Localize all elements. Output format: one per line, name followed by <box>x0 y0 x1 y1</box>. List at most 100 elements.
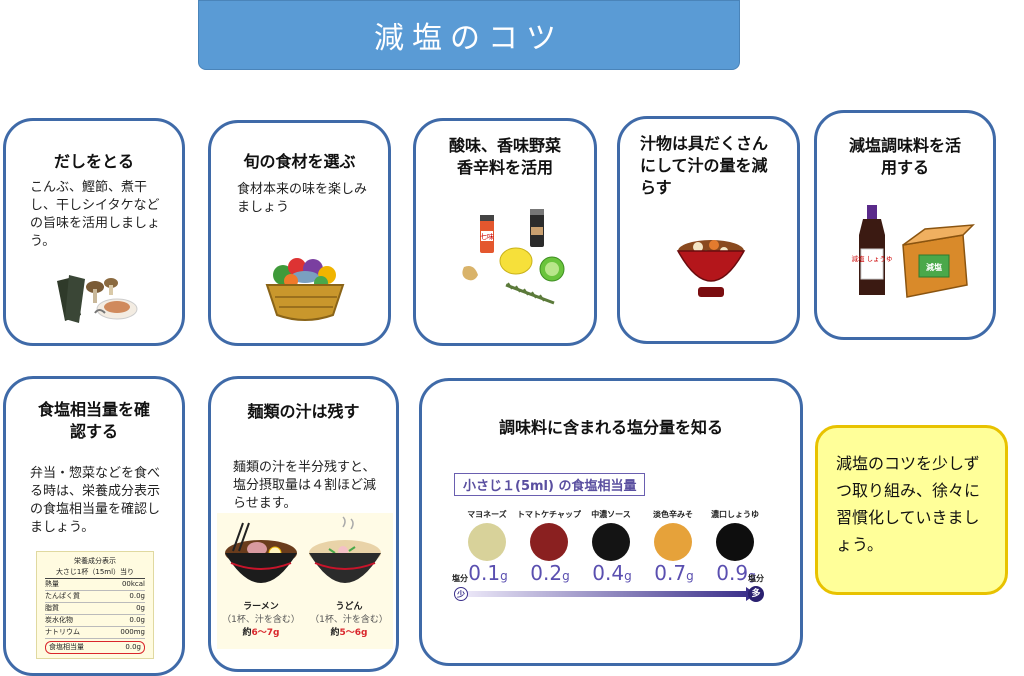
seasoning-value-unit: g <box>686 569 694 583</box>
nutrition-row-value: 0.0g <box>129 592 145 600</box>
seasoning-value-unit: g <box>624 569 632 583</box>
seasoning-name: 濃口しょうゆ <box>711 510 759 519</box>
seasoning-salt-value: 0.1g <box>460 561 516 585</box>
card-title: 汁物は具だくさんにして汁の量を減らす <box>640 134 769 197</box>
card-seasonal: 旬の食材を選ぶ 食材本来の味を楽しみましょう <box>208 120 391 346</box>
title-banner: 減塩のコツ <box>198 0 740 70</box>
seasoning-sample-dot <box>716 523 754 561</box>
noodle-salt-amount: 約6～7g <box>222 627 300 640</box>
box-label: 減塩 <box>926 262 942 272</box>
card-dashi: だしをとる こんぶ、鰹節、煮干し、干しシイタケなどの旨味を活用しましょう。 <box>3 118 185 346</box>
vegetable-basket-illustration <box>265 258 345 321</box>
nutrition-row-label: ナトリウム <box>45 628 80 636</box>
nutrition-row-value: 0.0g <box>129 616 145 624</box>
nutrition-row: 脂質 0g <box>45 603 145 615</box>
seasoning-name: 淡色辛みそ <box>653 510 693 519</box>
seasoning-name: マヨネーズ <box>467 510 507 519</box>
nutrition-row: たんぱく質 0.0g <box>45 591 145 603</box>
citrus-spice-illustration: 七味 <box>462 209 565 305</box>
seasoning-sample-dot <box>592 523 630 561</box>
salt-high-label: 塩分 <box>748 574 764 583</box>
nutrition-row-value: 0g <box>136 604 145 612</box>
card-title: 酸味、香味野菜香辛料を活用 <box>448 136 561 177</box>
card-soup: 汁物は具だくさんにして汁の量を減らす <box>617 116 800 344</box>
noodle-name: ラーメン <box>243 602 279 612</box>
noodle-amount-value: 5～6g <box>339 628 368 638</box>
seasoning-sample-dot <box>468 523 506 561</box>
noodle-bowls-illustration <box>225 516 381 583</box>
card-sour-spice: 酸味、香味野菜香辛料を活用 七味 <box>413 118 597 346</box>
noodle-amount-prefix: 約 <box>330 628 340 638</box>
nutrition-subheading: 大さじ1杯（15ml）当り <box>45 567 145 579</box>
nutrition-row: 炭水化物 0.0g <box>45 615 145 627</box>
highlight-label: 食塩相当量 <box>49 643 84 651</box>
seasoning-value-number: 0.4 <box>592 561 625 585</box>
chart-label-text: 小さじ１(5ml) の食塩相当量 <box>463 479 637 494</box>
nutrition-row-label: 熱量 <box>45 580 59 588</box>
noodle-amount-prefix: 約 <box>242 628 252 638</box>
seasoning-name: トマトケチャップ <box>517 510 581 519</box>
nutrition-highlight-row: 食塩相当量 0.0g <box>45 641 145 654</box>
page-title: 減塩のコツ <box>374 21 564 56</box>
salt-low-label: 塩分 <box>452 574 468 583</box>
chart-label: 小さじ１(5ml) の食塩相当量 <box>454 473 646 496</box>
seasoning-sample-dot <box>530 523 568 561</box>
card-title: 調味料に含まれる塩分量を知る <box>498 418 723 437</box>
nutrition-row: 熱量 00kcal <box>45 579 145 591</box>
nutrition-row-label: 脂質 <box>45 604 59 612</box>
noodle-caption: うどん （1杯、汁を含む） 約5～6g <box>310 601 388 640</box>
seasoning-salt-value: 0.9g <box>708 561 764 585</box>
nutrition-heading: 栄養成分表示 <box>74 557 116 565</box>
noodle-salt-amount: 約5～6g <box>310 627 388 640</box>
seasoning-value-number: 0.9 <box>716 561 749 585</box>
card-low-salt-seasoning: 減塩調味料を活用する 減塩 しょうゆ 減塩 <box>814 110 996 340</box>
shichimi-label: 七味 <box>480 232 494 241</box>
seasoning-sample-dot <box>654 523 692 561</box>
seasoning-value-unit: g <box>748 569 756 583</box>
card-title: 食塩相当量を確認する <box>37 400 150 441</box>
card-noodle-soup: 麺類の汁は残す 麺類の汁を半分残すと、塩分摂取量は４割ほど減らせます。 ラーメン… <box>208 376 399 672</box>
noodle-caption: ラーメン （1杯、汁を含む） 約6～7g <box>222 601 300 640</box>
card-title: 減塩調味料を活用する <box>848 136 961 177</box>
salt-low-marker: 少 <box>454 587 468 601</box>
bottle-label: 減塩 しょうゆ <box>851 254 892 263</box>
seasoning-value-number: 0.1 <box>468 561 501 585</box>
seasoning-salt-value: 0.4g <box>584 561 640 585</box>
noodle-note: （1杯、汁を含む） <box>222 615 300 625</box>
nutrition-row-label: 炭水化物 <box>45 616 73 624</box>
noodle-amount-value: 6～7g <box>251 628 280 638</box>
card-seasoning-salt: 調味料に含まれる塩分量を知る 小さじ１(5ml) の食塩相当量 マヨネーズ 0.1… <box>419 378 803 666</box>
nutrition-row-label: たんぱく質 <box>45 592 80 600</box>
card-check-salt: 食塩相当量を確認する 弁当・惣菜などを食べる時は、栄養成分表示の食塩相当量を確認… <box>3 376 185 676</box>
noodle-note: （1杯、汁を含む） <box>310 615 388 625</box>
seasoning-salt-value: 0.7g <box>646 561 702 585</box>
noodle-name: うどん <box>335 602 363 612</box>
card-body: 弁当・惣菜などを食べる時は、栄養成分表示の食塩相当量を確認しましょう。 <box>30 466 161 535</box>
card-body: 食材本来の味を楽しみましょう <box>237 182 368 215</box>
seasoning-salt-value: 0.2g <box>522 561 578 585</box>
seasoning-value-number: 0.7 <box>654 561 687 585</box>
miso-soup-illustration <box>676 240 746 297</box>
card-body: 麺類の汁を半分残すと、塩分摂取量は４割ほど減らせます。 <box>233 460 377 511</box>
card-title: 麺類の汁は残す <box>247 402 360 421</box>
highlight-value: 0.0g <box>125 643 141 651</box>
low-salt-products-illustration: 減塩 しょうゆ 減塩 <box>851 205 975 298</box>
seasoning-value-unit: g <box>562 569 570 583</box>
salt-axis: 少 多 塩分 塩分 <box>452 574 764 602</box>
salt-high-marker: 多 <box>748 586 764 602</box>
nutrition-row-value: 00kcal <box>121 580 145 588</box>
nutrition-row-value: 000mg <box>120 628 145 636</box>
nutrition-row: ナトリウム 000mg <box>45 627 145 639</box>
salt-axis-bar <box>464 591 750 597</box>
card-body: こんぶ、鰹節、煮干し、干しシイタケなどの旨味を活用しましょう。 <box>30 180 161 249</box>
closing-message: 減塩のコツを少しずつ取り組み、徐々に習慣化していきましょう。 <box>836 454 981 554</box>
seasoning-name: 中濃ソース <box>591 510 631 519</box>
dashi-ingredients-illustration <box>57 275 138 323</box>
seasoning-value-number: 0.2 <box>530 561 563 585</box>
seasoning-value-unit: g <box>500 569 508 583</box>
card-title: 旬の食材を選ぶ <box>243 152 356 171</box>
